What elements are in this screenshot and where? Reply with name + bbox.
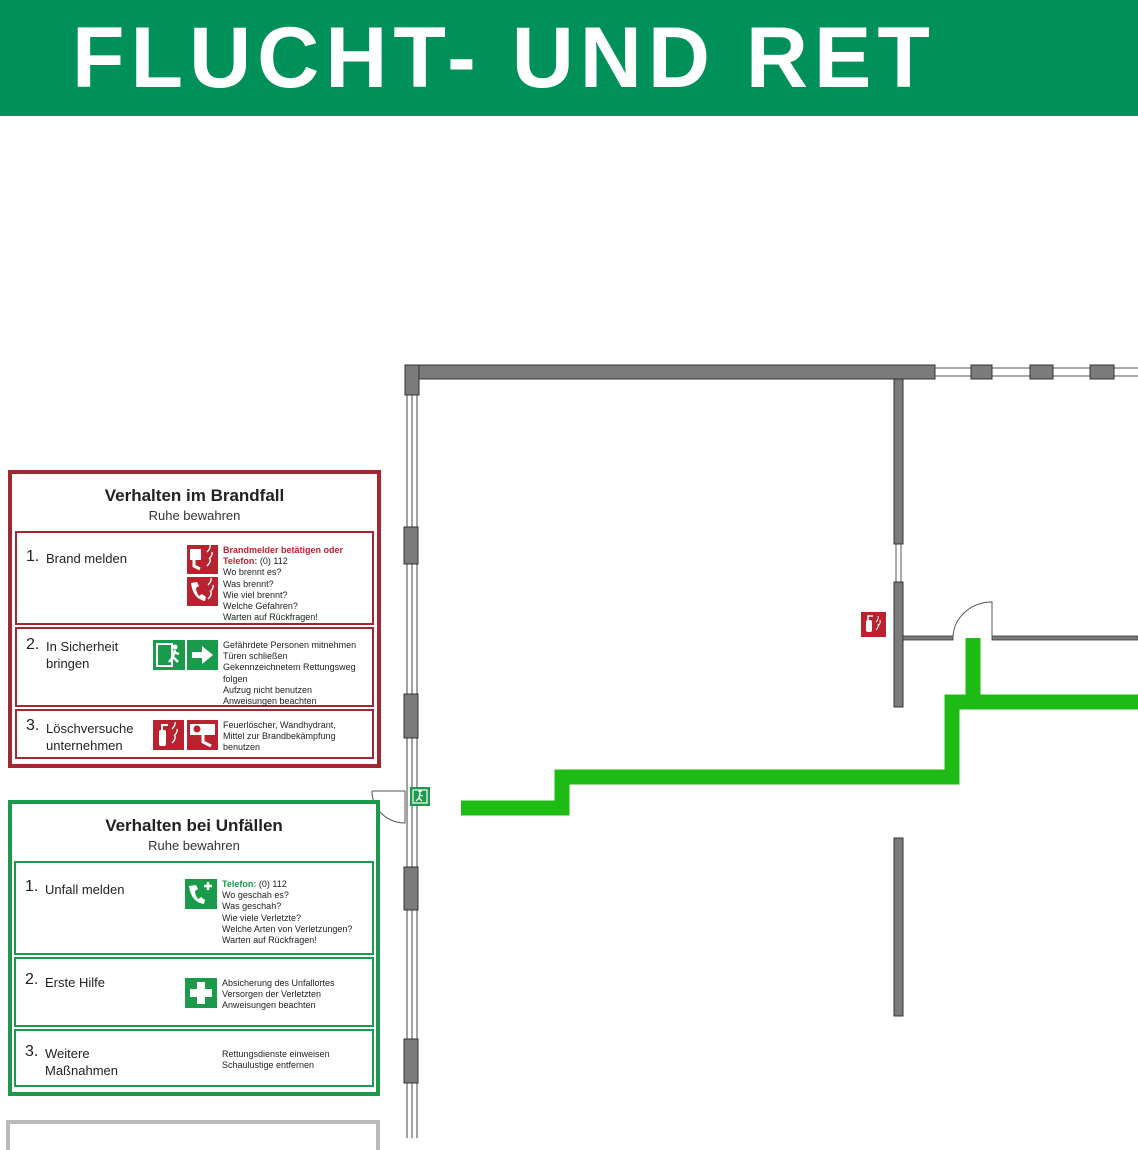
wall-interior-mid: [893, 581, 904, 708]
wall-horizontal-right: [991, 635, 1138, 641]
text-line: Anweisungen beachten: [222, 1000, 316, 1011]
text-line: Welche Gefahren?: [223, 601, 298, 612]
section-number: 2.: [26, 636, 40, 653]
fire-instructions-panel: Verhalten im Brandfall Ruhe bewahren 1. …: [8, 470, 381, 768]
section-number: 1.: [26, 548, 40, 565]
fire-extinguisher-icon: [153, 720, 184, 750]
fire-section-3-text: Feuerlöscher, Wandhydrant, Mittel zur Br…: [223, 720, 336, 754]
wall-interior-upper: [893, 378, 904, 545]
phone-label: Telefon:: [222, 879, 257, 889]
emergency-exit-icon: [410, 787, 430, 806]
accident-instructions-panel: Verhalten bei Unfällen Ruhe bewahren 1. …: [8, 800, 380, 1096]
accident-section-2: [14, 957, 374, 1027]
text-line: Versorgen der Verletzten: [222, 989, 322, 1000]
text-line: folgen: [223, 673, 248, 684]
accident-panel-header: Verhalten bei Unfällen Ruhe bewahren: [12, 816, 376, 853]
emergency-exit-icon: [153, 640, 185, 670]
additional-panel: [6, 1120, 380, 1150]
section-number: 3.: [25, 1043, 39, 1060]
section-label: Löschversuche unternehmen: [46, 720, 133, 754]
section-label: Erste Hilfe: [45, 975, 105, 990]
text-line: Was geschah?: [222, 901, 282, 912]
window-wall-left: [403, 395, 419, 1138]
text-line: Türen schließen: [223, 651, 288, 662]
fire-section-1: [15, 531, 374, 625]
text-line: Rettungsdienste einweisen: [222, 1049, 330, 1059]
section-label: Unfall melden: [45, 882, 125, 897]
exit-door: [371, 790, 406, 824]
first-aid-icon: [185, 978, 217, 1008]
text-line: Mittel zur Brandbekämpfung: [223, 731, 336, 742]
banner-title: FLUCHT- UND RET: [72, 10, 936, 106]
text-line: Warten auf Rückfragen!: [222, 935, 317, 946]
fire-emergency-telephone-icon: [187, 577, 218, 606]
phone-line: Telefon: (0) 112: [222, 879, 352, 890]
text-line: Aufzug nicht benutzen: [223, 684, 313, 695]
fire-section-3: [15, 709, 374, 759]
fire-panel-subtitle: Ruhe bewahren: [148, 508, 241, 523]
fire-panel-title: Verhalten im Brandfall: [104, 486, 285, 505]
section-label: Weitere Maßnahmen: [45, 1045, 118, 1079]
escape-route: [461, 638, 1138, 816]
text-line: Wie viele Verletzte?: [222, 912, 302, 923]
text-line: Wo brennt es?: [223, 567, 282, 578]
emergency-telephone-icon: [185, 879, 217, 909]
text-line: Feuerlöscher, Wandhydrant,: [223, 720, 336, 730]
label-line: In Sicherheit: [46, 639, 119, 654]
text-line: benutzen: [223, 742, 261, 753]
inner-door: [952, 601, 993, 639]
phone-number: (0) 112: [258, 879, 287, 889]
section-number: 1.: [25, 878, 39, 895]
accident-section-1-text: Telefon: (0) 112 Wo geschah es? Was gesc…: [222, 879, 352, 946]
text-line: Welche Arten von Verletzungen?: [222, 923, 353, 934]
title-banner: FLUCHT- UND RET: [0, 0, 1138, 116]
label-line: Maßnahmen: [45, 1063, 118, 1078]
text-line: Absicherung des Unfallortes: [222, 978, 335, 988]
section-number: 3.: [26, 717, 40, 734]
phone-line: Telefon: (0) 112: [223, 556, 343, 567]
accident-section-3-text: Rettungsdienste einweisen Schaulustige e…: [222, 1049, 330, 1071]
text-line: Anweisungen beachten: [223, 696, 317, 707]
label-line: Löschversuche: [46, 721, 134, 736]
fire-extinguisher-icon: [861, 612, 886, 637]
fire-section-1-text: Brandmelder betätigen oder Telefon: (0) …: [223, 545, 343, 623]
label-line: unternehmen: [46, 738, 123, 753]
section-label: Brand melden: [46, 551, 127, 566]
phone-number: (0) 112: [259, 556, 288, 567]
text-line: Schaulustige entfernen: [222, 1060, 315, 1071]
wall-corner: [404, 364, 420, 396]
text-line: Gefährdete Personen mitnehmen: [223, 640, 357, 650]
accident-section-3: [14, 1029, 374, 1087]
text-line: Wie viel brennt?: [223, 589, 288, 600]
fire-panel-header: Verhalten im Brandfall Ruhe bewahren: [12, 486, 377, 523]
text-line: Was brennt?: [223, 578, 274, 589]
direction-arrow-icon: [187, 640, 218, 670]
wall-horizontal-left: [902, 635, 954, 641]
label-line: bringen: [46, 656, 90, 671]
wall-interior-lower: [893, 837, 904, 1017]
accident-section-1: [14, 861, 374, 955]
section-label: In Sicherheit bringen: [46, 638, 118, 672]
window-strip-top: [935, 364, 1138, 380]
phone-label: Telefon:: [223, 556, 258, 567]
text-line: Gekennzeichnetem Rettungsweg: [223, 662, 356, 673]
fire-section-2: [15, 627, 374, 707]
text-line: Wo geschah es?: [222, 890, 289, 901]
wall-top: [404, 364, 936, 380]
fire-hose-reel-icon: [187, 720, 218, 750]
fire-section-2-text: Gefährdete Personen mitnehmen Türen schl…: [223, 640, 356, 707]
text-line: Warten auf Rückfragen!: [223, 612, 318, 623]
section-number: 2.: [25, 971, 39, 988]
fire-alarm-call-point-icon: [187, 544, 218, 574]
accident-panel-subtitle: Ruhe bewahren: [148, 838, 240, 853]
accident-panel-title: Verhalten bei Unfällen: [105, 816, 283, 835]
accident-section-2-text: Absicherung des Unfallortes Versorgen de…: [222, 978, 335, 1012]
label-line: Weitere: [45, 1046, 90, 1061]
highlight-line: Brandmelder betätigen oder: [223, 545, 344, 555]
